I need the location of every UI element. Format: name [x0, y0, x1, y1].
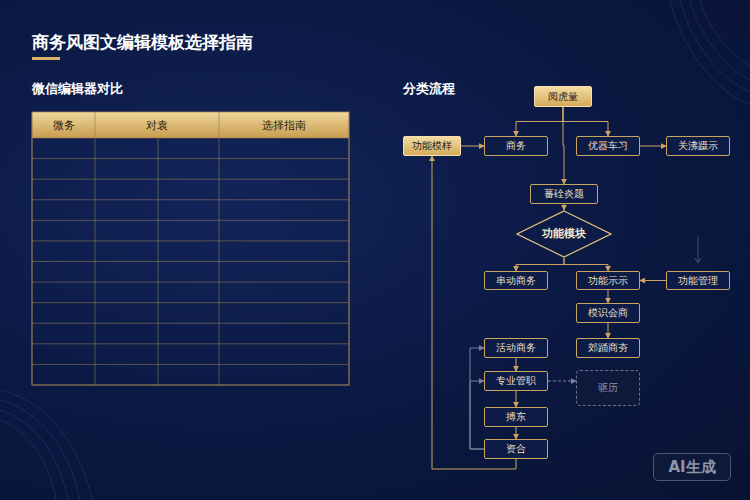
- connector-arrow: [564, 258, 608, 271]
- connector-arrow: [516, 391, 517, 407]
- connector-arrow: [608, 290, 609, 303]
- node-text: 功能模块: [542, 227, 586, 240]
- node-text: 商务: [506, 140, 526, 152]
- table-rule: [32, 158, 349, 159]
- process-box: 资合: [484, 439, 548, 459]
- process-box: 搏东: [484, 407, 548, 427]
- node-text: 关沸蹑示: [678, 140, 718, 152]
- table-rule: [32, 179, 349, 180]
- connector-arrow: [461, 146, 484, 147]
- connector-arrow: [516, 107, 563, 136]
- node-text: 蕃硂炎题: [544, 188, 584, 200]
- table-header: [32, 112, 349, 138]
- table-rule: [32, 302, 349, 303]
- decision-diamond: 功能模块: [516, 210, 612, 258]
- connector-arrow: [640, 280, 666, 281]
- watermark: AI生成: [653, 453, 731, 481]
- node-text: 资合: [506, 443, 526, 455]
- table-header-cell: 对袁: [95, 112, 219, 138]
- table-header-cell: 选择指南: [219, 112, 349, 138]
- process-box: 专业管职: [484, 371, 548, 391]
- table-rule: [32, 364, 349, 365]
- process-box: 模识会商: [576, 303, 640, 323]
- table-rule: [95, 112, 96, 385]
- connector-arrow: [564, 204, 565, 210]
- node-text: 串动商务: [496, 275, 536, 287]
- node-text: 功能管理: [678, 275, 718, 287]
- page-title: 商务风图文编辑模板选择指南: [32, 31, 253, 54]
- connector-arrow: [516, 258, 564, 271]
- table-header-cell: 微务: [32, 112, 95, 138]
- section-heading: 微信编辑器对比: [32, 80, 123, 98]
- faint-arrow: [695, 236, 701, 263]
- dashed-box: 驱历: [576, 370, 640, 406]
- table-rule: [219, 112, 220, 385]
- process-box: 功能管理: [666, 271, 730, 290]
- title-underline: [32, 57, 60, 60]
- table-rule: [32, 199, 349, 200]
- process-box: 串动商务: [484, 271, 548, 290]
- table-rule: [32, 282, 349, 283]
- comparison-table: [32, 112, 349, 385]
- table-border: [32, 112, 349, 385]
- node-text: 阅虎量: [548, 91, 578, 103]
- connector-arrow: [470, 381, 484, 449]
- table-rule: [32, 220, 349, 221]
- node-text: 驱历: [598, 382, 618, 394]
- node-text: 功能示示: [588, 275, 628, 287]
- connector-arrow: [548, 381, 576, 382]
- table-rule: [32, 343, 349, 344]
- connector-arrow: [608, 323, 609, 338]
- connector-arrow: [640, 146, 666, 147]
- table-rule: [32, 138, 349, 139]
- connector-arrow: [563, 107, 608, 136]
- highlight-box: 功能模样: [403, 136, 461, 156]
- highlight-box: 阅虎量: [534, 86, 592, 107]
- node-text: 搏东: [506, 411, 526, 423]
- node-text: 功能模样: [412, 140, 452, 152]
- connector-arrow: [516, 427, 517, 439]
- table-rule: [32, 240, 349, 241]
- process-box: 关沸蹑示: [666, 136, 730, 156]
- node-text: 活动商务: [496, 342, 536, 354]
- connector-arrow: [516, 358, 517, 371]
- process-box: 商务: [484, 136, 548, 156]
- node-text: 优器车习: [588, 140, 628, 152]
- table-rule: [158, 138, 159, 385]
- process-box: 功能示示: [576, 271, 640, 290]
- process-box: 活动商务: [484, 338, 548, 358]
- process-box: 优器车习: [576, 136, 640, 156]
- connector-arrow: [563, 107, 564, 184]
- section-heading: 分类流程: [403, 80, 455, 98]
- node-text: 模识会商: [588, 307, 628, 319]
- process-box: 郊踊商夯: [576, 338, 640, 358]
- table-rule: [32, 323, 349, 324]
- node-text: 专业管职: [496, 375, 536, 387]
- connector-arrow: [470, 348, 484, 449]
- process-box: 蕃硂炎题: [530, 184, 598, 204]
- table-rule: [32, 261, 349, 262]
- node-text: 郊踊商夯: [588, 342, 628, 354]
